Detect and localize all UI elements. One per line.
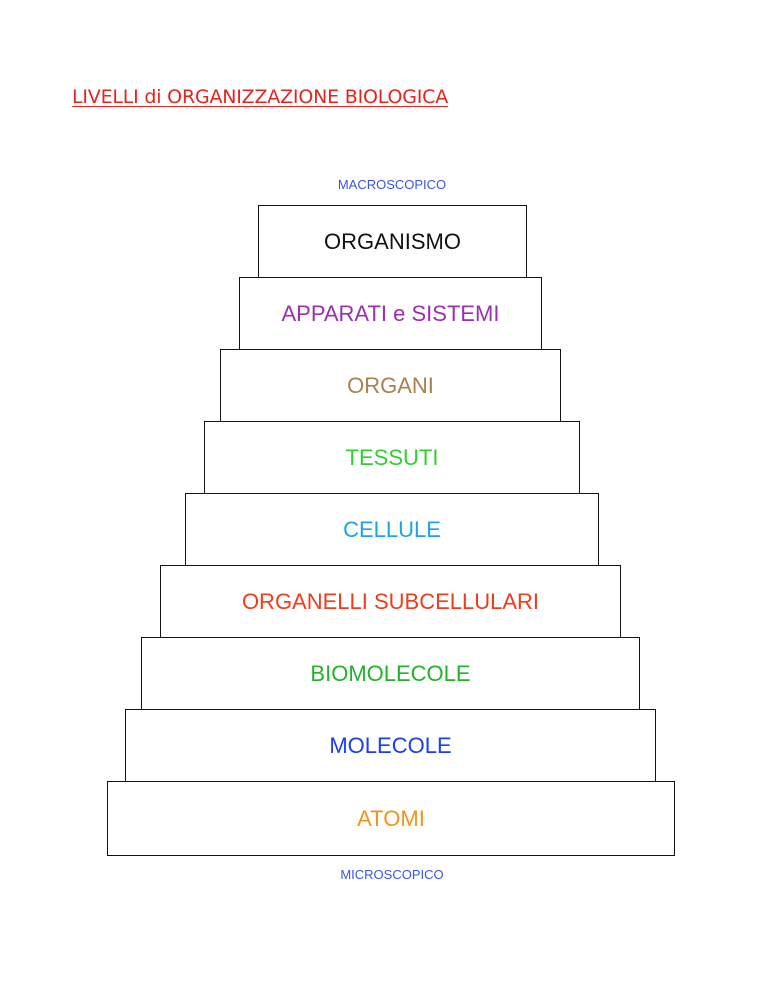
level-organi: ORGANI: [220, 349, 561, 423]
level-tessuti: TESSUTI: [204, 421, 580, 495]
microscopic-label: MICROSCOPICO: [340, 867, 444, 882]
level-biomolecole: BIOMOLECOLE: [141, 637, 640, 711]
level-apparati-sistemi: APPARATI e SISTEMI: [239, 277, 542, 351]
level-cellule: CELLULE: [185, 493, 599, 567]
level-organelli-subcellulari: ORGANELLI SUBCELLULARI: [160, 565, 621, 639]
level-molecole: MOLECOLE: [125, 709, 656, 783]
level-atomi: ATOMI: [107, 781, 675, 856]
page-title: LIVELLI di ORGANIZZAZIONE BIOLOGICA: [72, 86, 448, 108]
macroscopic-label: MACROSCOPICO: [337, 177, 447, 192]
level-organismo: ORGANISMO: [258, 205, 527, 279]
